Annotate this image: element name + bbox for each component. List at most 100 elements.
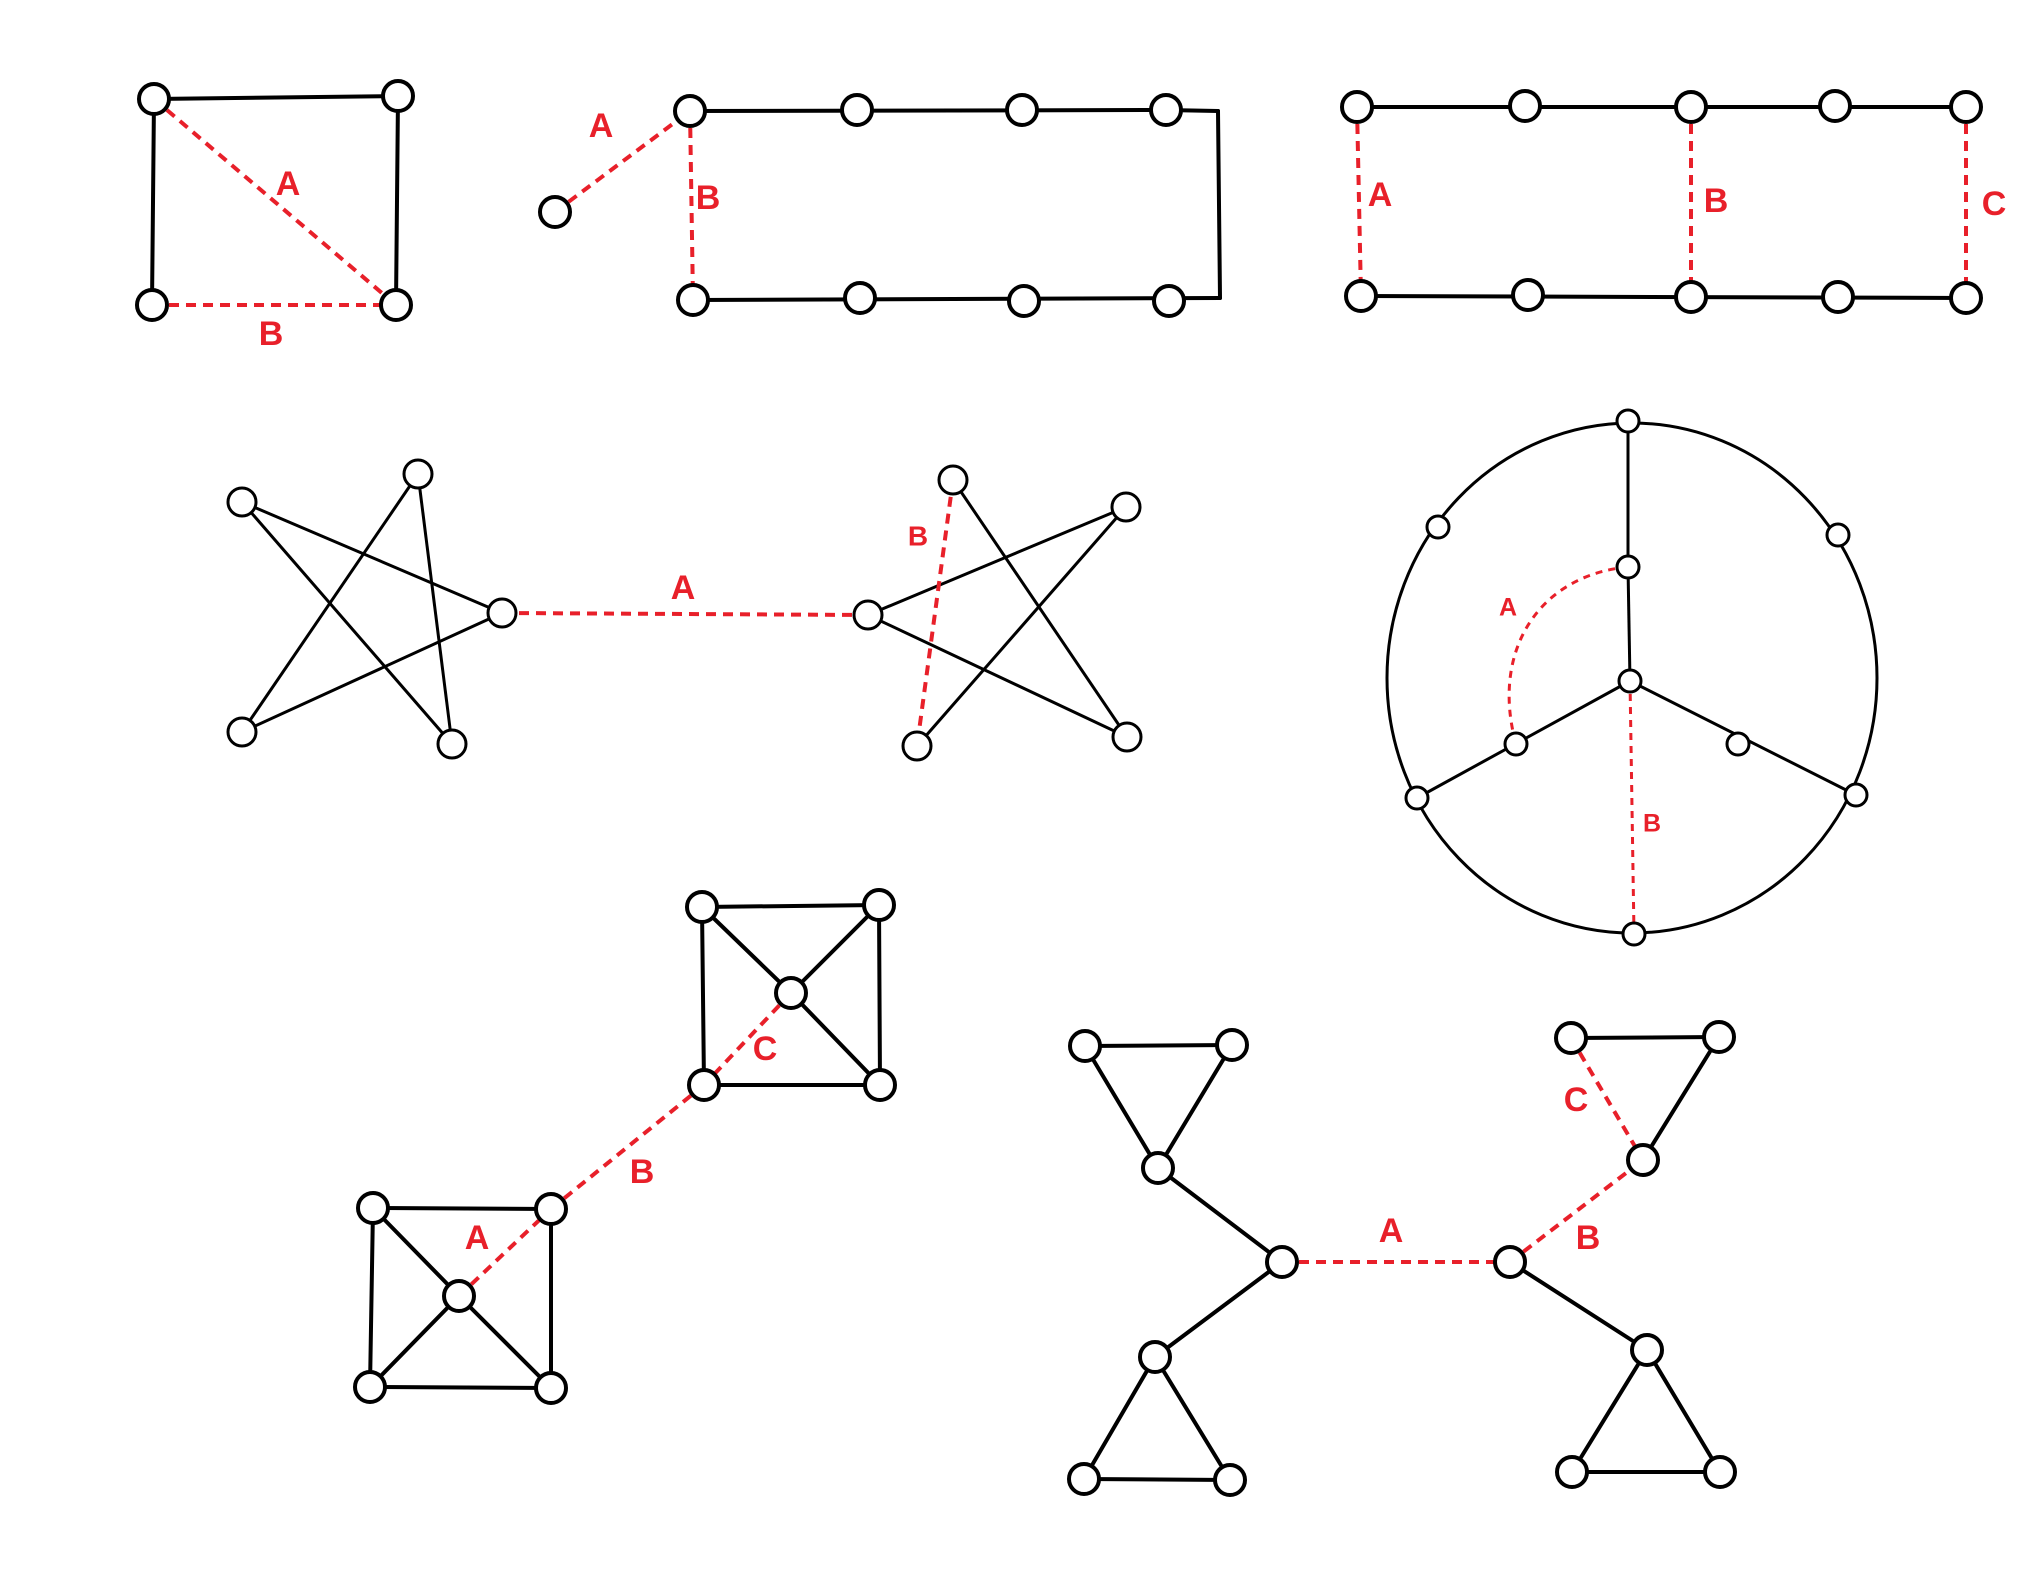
node <box>1818 89 1852 123</box>
node <box>1615 554 1641 580</box>
node <box>1674 280 1708 314</box>
edge <box>1570 1348 1649 1474</box>
figure-triangles: A B C <box>1067 1020 1737 1497</box>
node <box>852 599 884 631</box>
edge <box>1083 1043 1234 1048</box>
figure-square: A B <box>135 79 415 353</box>
node <box>135 288 169 322</box>
node <box>937 464 969 496</box>
edge-label-b: B <box>259 315 284 353</box>
edge <box>152 94 400 101</box>
figure-k5pair: A B C <box>353 888 897 1405</box>
edge <box>1156 1166 1284 1264</box>
edge <box>241 611 503 734</box>
edge <box>368 1385 553 1390</box>
figure-wheel: A B <box>1385 408 1879 947</box>
edge-label-a: A <box>1368 176 1393 214</box>
edge <box>867 505 1127 617</box>
node <box>1425 514 1451 540</box>
edge-label-b: B <box>1704 182 1729 220</box>
node <box>1340 90 1374 124</box>
node <box>538 195 572 229</box>
node <box>1213 1463 1247 1497</box>
edge-label-b: B <box>1643 810 1661 838</box>
node <box>1949 281 1983 315</box>
node <box>1725 731 1751 757</box>
node <box>1111 721 1143 753</box>
node <box>436 728 468 760</box>
highlight-edge-b <box>1508 1158 1645 1264</box>
edge <box>150 97 156 307</box>
highlight-edge-c <box>702 991 793 1087</box>
node <box>486 597 518 629</box>
edge-label-b: B <box>908 520 928 551</box>
edge <box>1359 294 1968 300</box>
edge <box>368 1206 375 1389</box>
edge-label-b: B <box>630 1153 655 1191</box>
edge-label-b: B <box>1576 1219 1601 1257</box>
node <box>534 1192 568 1226</box>
node <box>1138 1340 1172 1374</box>
node <box>1617 668 1643 694</box>
edge <box>1216 109 1222 300</box>
edge <box>915 506 1128 747</box>
node <box>673 94 707 128</box>
node <box>1344 279 1378 313</box>
node <box>1215 1028 1249 1062</box>
edge-label-a: A <box>465 1219 490 1257</box>
node <box>442 1279 476 1313</box>
edge <box>1156 1043 1234 1170</box>
highlight-edge-a <box>457 1207 553 1298</box>
node <box>1508 89 1542 123</box>
edge <box>1153 1355 1232 1482</box>
node <box>1554 1021 1588 1055</box>
edge-label-c: C <box>753 1030 778 1068</box>
node <box>1265 1245 1299 1279</box>
node <box>863 1068 897 1102</box>
edge-label-a: A <box>1499 594 1517 622</box>
node <box>1702 1020 1736 1054</box>
node <box>1152 284 1186 318</box>
edge <box>789 991 882 1087</box>
figure-ladder: A B C <box>1340 89 2007 315</box>
highlight-edge-b <box>915 479 955 747</box>
node <box>1511 278 1545 312</box>
figure-cycle: A B <box>538 93 1222 318</box>
edge <box>240 501 454 745</box>
edge-label-c: C <box>1982 185 2007 223</box>
edge <box>700 903 881 909</box>
edge <box>877 903 882 1087</box>
edge <box>394 94 400 307</box>
node <box>685 890 719 924</box>
edge-label-a: A <box>589 107 614 145</box>
node <box>1626 1143 1660 1177</box>
edge <box>700 905 706 1087</box>
node <box>1068 1029 1102 1063</box>
node <box>687 1068 721 1102</box>
node <box>1149 93 1183 127</box>
highlight-edge-a <box>1355 106 1363 297</box>
node <box>901 730 933 762</box>
node <box>1615 408 1641 434</box>
node <box>1503 731 1529 757</box>
node <box>1825 522 1851 548</box>
node <box>774 976 808 1010</box>
highlight-edge-b <box>688 110 695 301</box>
highlight-edge-b <box>1628 680 1636 935</box>
edge <box>1645 1348 1722 1474</box>
edge-label-a: A <box>671 569 696 607</box>
node <box>1674 90 1708 124</box>
highlight-edge-a <box>501 611 869 617</box>
edge <box>867 613 1128 739</box>
edge <box>691 296 1222 302</box>
figure-stars: A B <box>226 458 1143 762</box>
node <box>353 1370 387 1404</box>
edge <box>1641 1035 1721 1162</box>
node <box>534 1371 568 1405</box>
edge <box>241 500 503 615</box>
node <box>226 486 258 518</box>
node <box>379 288 413 322</box>
node <box>1493 1245 1527 1279</box>
node <box>1005 93 1039 127</box>
node <box>1630 1333 1664 1367</box>
